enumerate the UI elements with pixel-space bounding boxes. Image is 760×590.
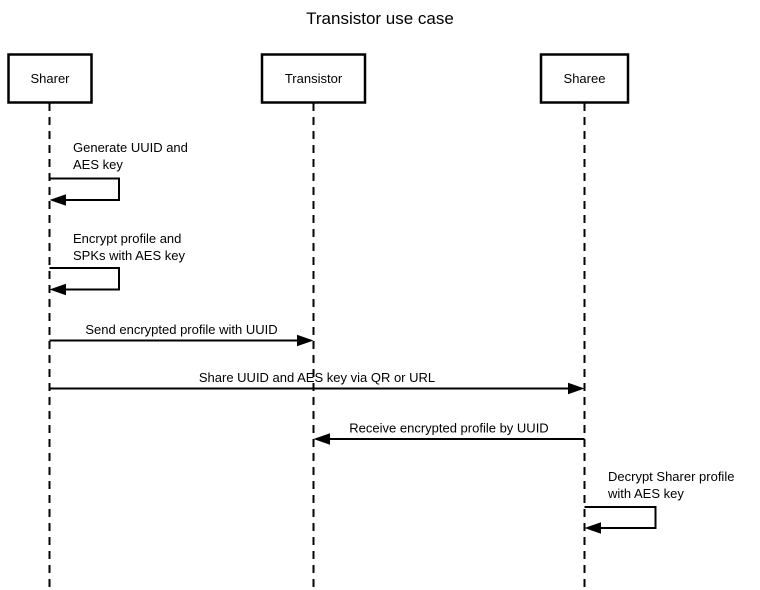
message-receive-encrypted-profile-label: Receive encrypted profile by UUID — [349, 421, 548, 436]
self-message-generate-uuid-arrowhead-icon — [49, 194, 66, 206]
message-receive-encrypted-profile: Receive encrypted profile by UUID — [313, 421, 585, 445]
message-send-encrypted-profile-arrowhead-icon — [297, 334, 314, 347]
actor-box-sharer — [7, 53, 93, 104]
self-message-encrypt-profile-label: Encrypt profile and SPKs with AES key — [73, 231, 185, 263]
actor-label-sharee: Sharee — [564, 71, 606, 86]
self-message-generate-uuid-loop — [49, 177, 120, 201]
message-share-uuid-aes-label: Share UUID and AES key via QR or URL — [199, 370, 435, 385]
self-message-encrypt-profile: Encrypt profile and SPKs with AES key — [49, 231, 185, 296]
actor-label-sharer: Sharer — [30, 71, 70, 86]
self-message-decrypt-profile-arrowhead-icon — [584, 522, 601, 534]
message-send-encrypted-profile: Send encrypted profile with UUID — [49, 322, 314, 347]
self-message-encrypt-profile-loop — [49, 267, 120, 291]
message-receive-encrypted-profile-arrowhead-icon — [313, 433, 330, 445]
self-message-decrypt-profile-loop — [584, 506, 657, 529]
self-message-encrypt-profile-arrowhead-icon — [49, 283, 66, 296]
actor-label-transistor: Transistor — [285, 71, 343, 86]
actor-box-sharee — [539, 53, 630, 104]
actor-transistor: Transistor — [260, 53, 367, 104]
self-message-decrypt-profile-label: Decrypt Sharer profile with AES key — [607, 469, 738, 501]
actor-sharer: Sharer — [7, 53, 93, 104]
actor-sharee: Sharee — [539, 53, 630, 104]
self-message-decrypt-profile: Decrypt Sharer profile with AES key — [584, 469, 738, 534]
message-share-uuid-aes-arrowhead-icon — [568, 382, 585, 395]
diagram-title: Transistor use case — [306, 9, 454, 28]
message-share-uuid-aes: Share UUID and AES key via QR or URL — [49, 370, 585, 395]
message-send-encrypted-profile-label: Send encrypted profile with UUID — [85, 322, 277, 337]
actor-box-transistor — [260, 53, 367, 104]
self-message-generate-uuid-label: Generate UUID and AES key — [73, 140, 192, 172]
self-message-generate-uuid: Generate UUID and AES key — [49, 140, 192, 206]
